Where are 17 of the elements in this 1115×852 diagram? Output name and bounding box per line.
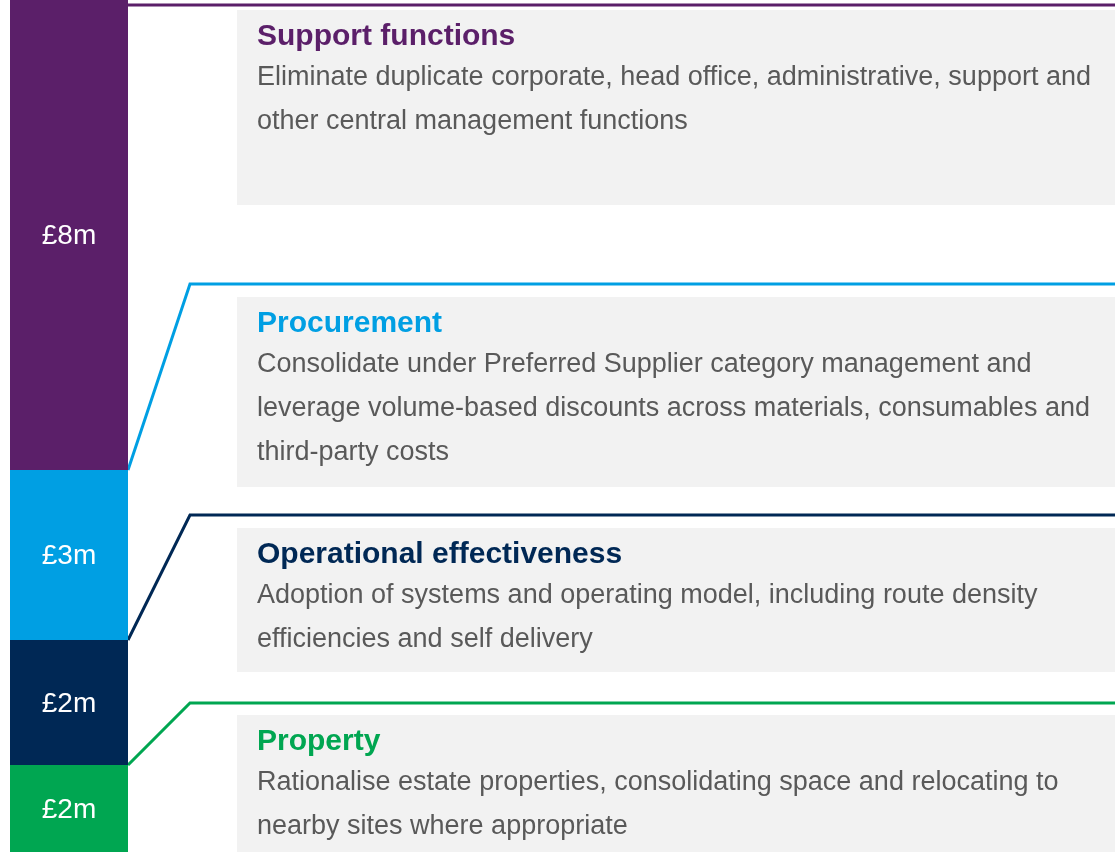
heading: Operational effectiveness <box>257 535 624 571</box>
bar-segment <box>10 640 128 765</box>
value-label: £2m <box>41 686 97 719</box>
bar-segment <box>10 470 128 640</box>
heading: Support functions <box>257 17 517 53</box>
heading: Property <box>257 722 382 758</box>
description: Rationalise estate properties, consolidating space and relocating to nearby sites where appropriate <box>257 765 1060 842</box>
description: Consolidate under Preferred Supplier category management and leverage volume-based discounts across materials, consumables and third-party costs <box>257 347 1091 468</box>
bar-segment <box>10 765 128 852</box>
value-label: £2m <box>41 792 97 825</box>
description: Eliminate duplicate corporate, head office, administrative, support and other central management functions <box>257 60 1092 137</box>
description: Adoption of systems and operating model, including route density efficiencies and self delivery <box>257 578 1039 655</box>
heading: Procurement <box>257 304 444 340</box>
connector-line <box>128 3 1115 7</box>
value-label: £8m <box>41 219 97 251</box>
value-label: £3m <box>41 539 97 571</box>
bar-segment <box>10 0 128 470</box>
